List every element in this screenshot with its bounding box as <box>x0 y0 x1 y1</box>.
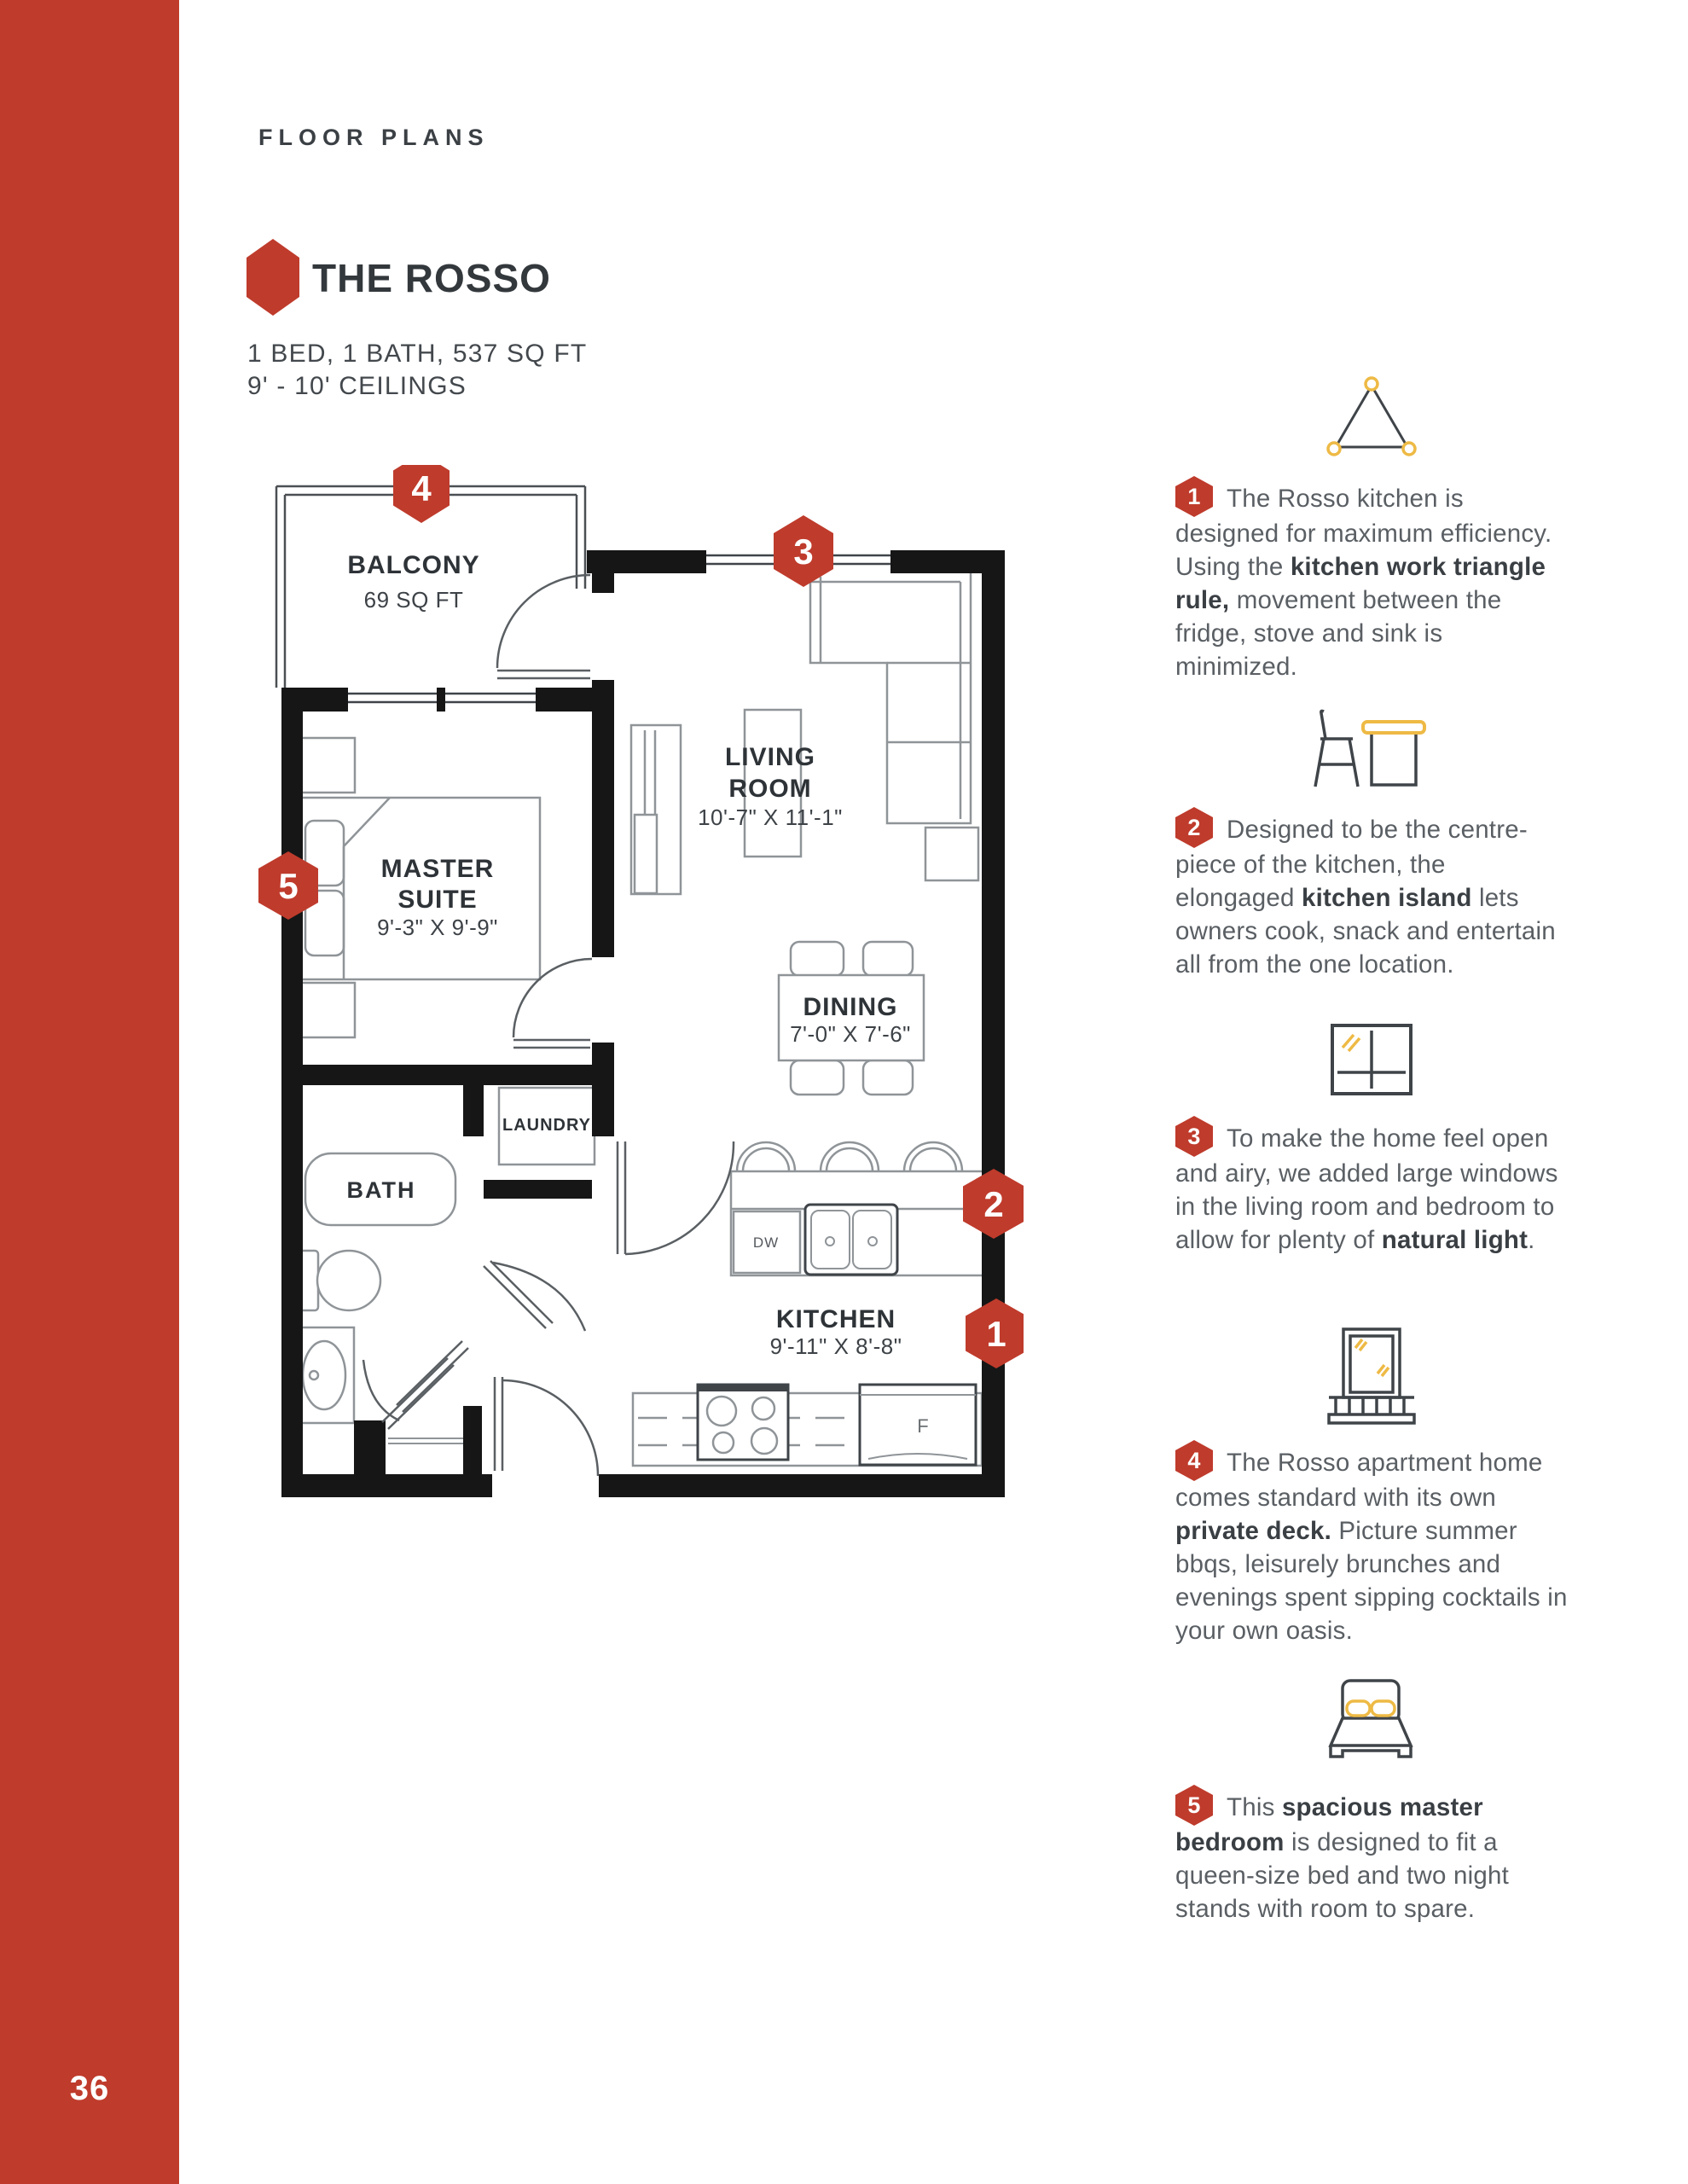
annotation-text-bold: spacious master bedroom <box>1175 1793 1483 1856</box>
laundry-unit <box>497 1086 596 1166</box>
sofa <box>809 570 972 825</box>
bed-icon <box>1175 1679 1568 1759</box>
svg-text:5: 5 <box>278 866 298 906</box>
marker-5: 5 <box>258 851 318 920</box>
annotation-1-badge: 1 <box>1175 476 1213 517</box>
dining-chair <box>861 1059 914 1096</box>
page-number: 36 <box>69 2070 110 2107</box>
annotation-text-post: is designed to fit a queen-size bed and … <box>1175 1828 1510 1923</box>
dining-chair <box>789 1059 845 1096</box>
annotation-5: 5 This spacious master bedroom is design… <box>1175 1679 1568 1926</box>
annotation-text-bold: kitchen work triangle rule, <box>1175 553 1546 614</box>
dining-table <box>777 973 925 1062</box>
plan-specs-line1: 1 BED, 1 BATH, 537 SQ FT <box>247 340 588 368</box>
svg-text:1: 1 <box>1187 484 1200 509</box>
room-dims-dining: 7'-0" X 7'-6" <box>790 1021 911 1047</box>
section-label: FLOOR PLANS <box>258 125 490 150</box>
dishwasher-label: DW <box>753 1234 779 1251</box>
svg-text:4: 4 <box>411 468 432 508</box>
room-dims-living: 10'-7" X 11'-1" <box>698 804 843 830</box>
work-triangle-icon <box>1175 375 1568 461</box>
svg-text:1: 1 <box>986 1314 1006 1354</box>
annotation-5-badge: 5 <box>1175 1785 1213 1826</box>
coffee-table <box>743 708 803 858</box>
annotation-text-pre: The Rosso apartment home comes standard … <box>1175 1449 1543 1512</box>
annotation-3-badge: 3 <box>1175 1116 1213 1157</box>
toilet-bowl <box>316 1249 382 1312</box>
balcony-icon <box>1175 1327 1568 1425</box>
plan-specs: 1 BED, 1 BATH, 537 SQ FT 9' - 10' CEILIN… <box>247 338 587 403</box>
room-label-laundry: LAUNDRY <box>502 1116 591 1135</box>
annotation-text-post: . <box>1528 1226 1535 1254</box>
annotation-text-bold: kitchen island <box>1302 884 1472 912</box>
svg-text:3: 3 <box>1187 1124 1200 1149</box>
annotation-text-pre: Designed to be the centre-piece of the k… <box>1175 816 1528 912</box>
floor-plan: BALCONY 69 SQ FT LIVING ROOM 10'-7" X 11… <box>258 465 1024 1497</box>
svg-text:2: 2 <box>983 1184 1003 1224</box>
annotation-1-text: 1 The Rosso kitchen is designed for maxi… <box>1175 476 1568 683</box>
doors-layer <box>362 573 735 1477</box>
annotation-text-post: Picture summer bbqs, leisurely brunches … <box>1175 1517 1568 1645</box>
annotation-2-badge: 2 <box>1175 807 1213 848</box>
annotation-3: 3 To make the home feel open and airy, w… <box>1175 1024 1568 1257</box>
room-dims-kitchen: 9'-11" X 8'-8" <box>770 1333 902 1359</box>
nightstand <box>299 736 357 794</box>
annotation-4-text: 4 The Rosso apartment home comes standar… <box>1175 1440 1568 1647</box>
plan-specs-line2: 9' - 10' CEILINGS <box>247 372 467 400</box>
annotation-text-pre: To make the home feel open and airy, we … <box>1175 1124 1558 1254</box>
fridge-label: F <box>917 1415 928 1437</box>
dining-chair <box>861 940 914 978</box>
annotation-4: 4 The Rosso apartment home comes standar… <box>1175 1327 1568 1647</box>
ottoman <box>924 826 980 882</box>
room-label-living-2: ROOM <box>728 775 811 803</box>
room-label-bath: BATH <box>347 1177 416 1203</box>
marker-3: 3 <box>774 515 833 587</box>
svg-text:5: 5 <box>1187 1792 1200 1818</box>
furniture-layer <box>293 570 987 1467</box>
room-label-master-1: MASTER <box>381 855 495 883</box>
annotation-text-bold: private deck. <box>1175 1517 1331 1545</box>
room-label-master-2: SUITE <box>397 886 477 914</box>
hexagon-logo-icon <box>247 239 299 316</box>
room-label-dining: DINING <box>803 993 898 1021</box>
annotation-text-post: lets owners cook, snack and entertain al… <box>1175 884 1556 979</box>
room-area-balcony: 69 SQ FT <box>364 587 464 613</box>
svg-text:4: 4 <box>1187 1448 1200 1473</box>
svg-text:3: 3 <box>793 531 813 572</box>
marker-2: 2 <box>963 1169 1024 1239</box>
annotation-2-text: 2 Designed to be the centre-piece of the… <box>1175 807 1568 981</box>
nightstand <box>299 981 357 1039</box>
annotation-5-text: 5 This spacious master bedroom is design… <box>1175 1785 1568 1926</box>
plan-markers: 4 3 5 2 1 <box>258 465 1024 1368</box>
window-icon <box>1175 1024 1568 1095</box>
bathtub <box>304 1152 457 1227</box>
annotation-1: 1 The Rosso kitchen is designed for maxi… <box>1175 375 1568 683</box>
left-accent-bar <box>0 0 179 2184</box>
dishwasher <box>732 1210 802 1275</box>
room-label-kitchen: KITCHEN <box>776 1305 896 1333</box>
room-label-living-1: LIVING <box>725 743 815 771</box>
annotation-text-pre: The Rosso kitchen is designed for maximu… <box>1175 485 1552 581</box>
dining-chair <box>789 940 845 978</box>
marker-1: 1 <box>966 1298 1024 1368</box>
marker-4: 4 <box>393 465 450 523</box>
room-label-balcony: BALCONY <box>347 551 479 579</box>
svg-text:2: 2 <box>1187 815 1200 840</box>
room-labels: BALCONY 69 SQ FT LIVING ROOM 10'-7" X 11… <box>347 551 929 1437</box>
plan-title: THE ROSSO <box>312 256 551 300</box>
kitchen-island-icon <box>1175 708 1568 793</box>
fridge <box>858 1383 977 1467</box>
annotation-2: 2 Designed to be the centre-piece of the… <box>1175 708 1568 981</box>
annotation-text-post: movement between the fridge, stove and s… <box>1175 586 1502 681</box>
room-dims-master: 9'-3" X 9'-9" <box>377 915 498 940</box>
annotation-3-text: 3 To make the home feel open and airy, w… <box>1175 1116 1568 1257</box>
annotation-text-bold: natural light <box>1381 1226 1528 1254</box>
annotation-4-badge: 4 <box>1175 1440 1213 1481</box>
annotation-text-pre: This <box>1227 1793 1282 1821</box>
